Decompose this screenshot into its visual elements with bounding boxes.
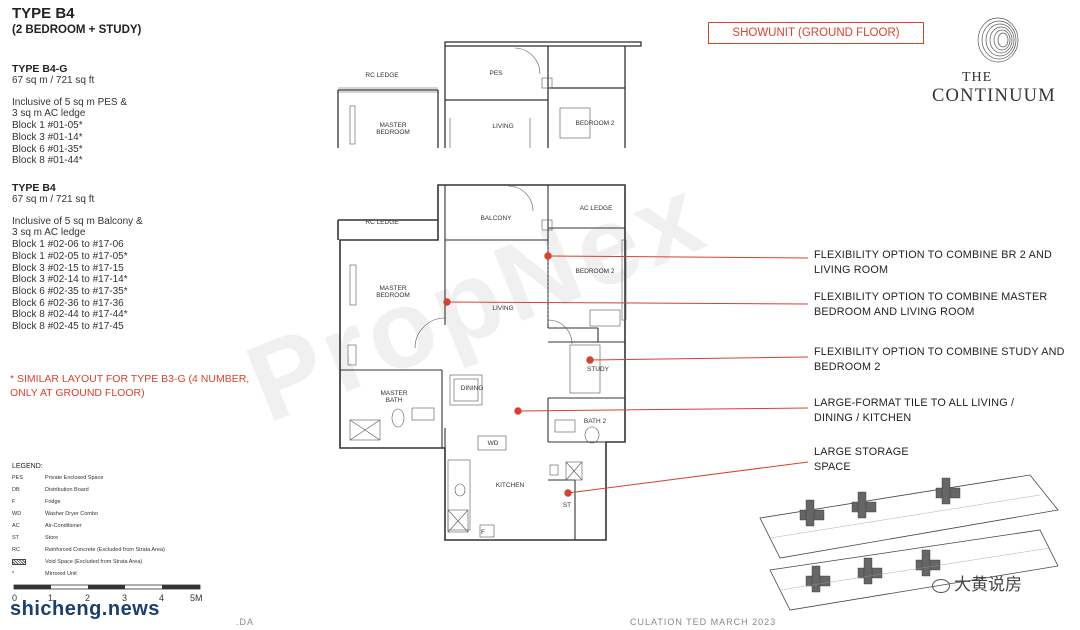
scale-bar	[13, 584, 201, 590]
unit-type-name: TYPE B4	[12, 182, 56, 194]
site-key-plan	[759, 474, 1059, 611]
room-label-bedroom-2: BEDROOM 2	[575, 120, 615, 127]
unit-type-title: TYPE B4	[12, 5, 75, 22]
unit-block-list-item: Block 6 #01-35*	[12, 143, 83, 155]
unit-block-list-item: Block 3 #02-15 to #17-15	[12, 262, 124, 274]
room-label-fridge: F	[481, 529, 485, 536]
unit-type-subtitle: (2 BEDROOM + STUDY)	[12, 24, 142, 36]
bottom-text-right: CULATION TED MARCH 2023	[630, 617, 777, 627]
logo-text-name: CONTINUUM	[932, 86, 1056, 106]
void-space-symbol	[12, 559, 26, 565]
room-label-rc-ledge: RC LEDGE	[365, 72, 399, 79]
unit-type-inclusive: Inclusive of 5 sq m PES &	[12, 96, 128, 108]
callout-large-format-tile: LARGE-FORMAT TILE TO ALL LIVING /DINING …	[814, 397, 1015, 424]
room-label-rc-ledge: RC LEDGE	[365, 219, 399, 226]
unit-type-b4g: TYPE B4-G 67 sq m / 721 sq ft Inclusive …	[12, 63, 127, 167]
room-label-dining: DINING	[460, 385, 484, 392]
room-label-master-bath: MASTER BATH	[380, 390, 408, 404]
room-label-master-bedroom: MASTER BEDROOM	[376, 122, 410, 136]
unit-type-inclusive: 3 sq m AC ledge	[12, 227, 86, 239]
room-label-store: ST	[562, 502, 572, 509]
unit-block-list-item: Block 1 #02-06 to #17-06	[12, 239, 124, 251]
similar-layout-note: * SIMILAR LAYOUT FOR TYPE B3-G (4 NUMBER…	[10, 373, 250, 399]
room-label-living: LIVING	[492, 123, 514, 130]
unit-block-list-item: Block 1 #02-05 to #17-05*	[12, 250, 128, 262]
unit-block-list-item: Block 8 #01-44*	[12, 155, 83, 167]
room-label-living: LIVING	[492, 305, 514, 312]
scale-label: 4	[159, 593, 165, 603]
unit-type-name: TYPE B4-G	[12, 63, 68, 75]
scale-label: 0	[12, 593, 18, 603]
continuum-logo-icon	[977, 17, 1019, 63]
scale-label: 2	[85, 593, 91, 603]
room-label-washer-dryer: WD	[487, 440, 499, 447]
room-label-kitchen: KITCHEN	[495, 482, 525, 489]
unit-type-b4: TYPE B4 67 sq m / 721 sq ft Inclusive of…	[12, 182, 143, 333]
unit-block-list-item: Block 8 #02-45 to #17-45	[12, 321, 124, 333]
ground-floor-plan-partial	[337, 41, 642, 148]
unit-block-list-item: Block 3 #02-14 to #17-14*	[12, 274, 128, 286]
unit-block-list-item: Block 3 #01-14*	[12, 131, 83, 143]
main-floor-plan	[337, 184, 627, 541]
unit-block-list-item: Block 6 #02-35 to #17-35*	[12, 285, 128, 297]
legend-title: LEGEND:	[12, 463, 43, 470]
site-watermark: shicheng.news	[10, 598, 160, 620]
room-label-ac-ledge: AC LEDGE	[579, 205, 613, 212]
room-label-master-bedroom: MASTER BEDROOM	[376, 285, 410, 299]
unit-type-area: 67 sq m / 721 sq ft	[12, 194, 95, 205]
room-label-bath-2: BATH 2	[583, 418, 607, 425]
room-label-study: STUDY	[586, 366, 610, 373]
room-label-bedroom-2: BEDROOM 2	[575, 268, 615, 275]
scale-label: 3	[122, 593, 128, 603]
showunit-ground-floor-label: SHOWUNIT (GROUND FLOOR)	[708, 22, 924, 44]
unit-type-inclusive: 3 sq m AC ledge	[12, 108, 86, 120]
logo-text-the: THE	[962, 70, 993, 85]
unit-type-inclusive: Inclusive of 5 sq m Balcony &	[12, 215, 143, 227]
unit-block-list-item: Block 6 #02-36 to #17-36	[12, 297, 124, 309]
room-label-balcony: BALCONY	[480, 215, 512, 222]
unit-block-list-item: Block 1 #01-05*	[12, 120, 83, 132]
unit-type-area: 67 sq m / 721 sq ft	[12, 75, 95, 86]
scale-label: 5M	[190, 593, 203, 603]
wechat-watermark: 大黄说房	[932, 570, 1022, 595]
room-label-pes: PES	[489, 70, 503, 77]
scale-label: 1	[48, 593, 54, 603]
wechat-icon	[932, 578, 950, 593]
unit-block-list-item: Block 8 #02-44 to #17-44*	[12, 309, 128, 321]
bottom-text-left: .DA	[236, 617, 255, 627]
